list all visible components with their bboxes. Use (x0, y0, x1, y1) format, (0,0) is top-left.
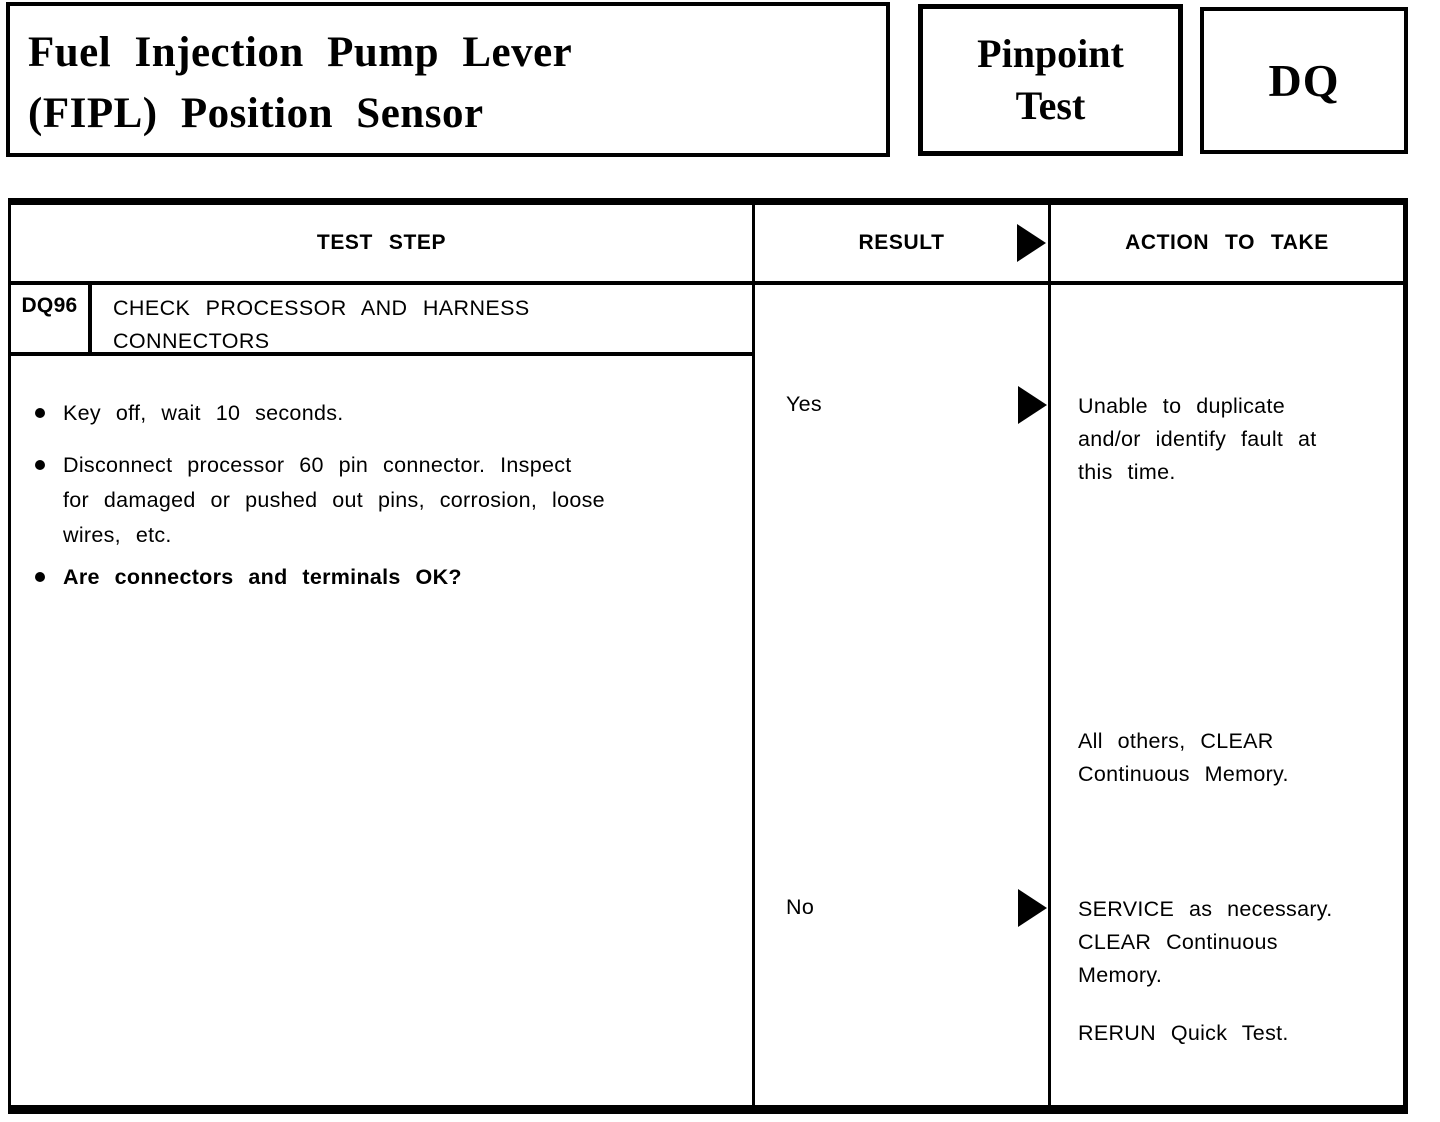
document-title-line2: (FIPL) Position Sensor (28, 90, 484, 137)
action-no-1-line2: CLEAR Continuous (1078, 930, 1278, 954)
step-bullet-2: Disconnect processor 60 pin connector. I… (35, 448, 728, 553)
step-bullet-2-line1: Disconnect processor 60 pin connector. I… (63, 453, 572, 477)
step-title: CHECK PROCESSOR AND HARNESS CONNECTORS (92, 285, 752, 353)
result-no-arrow-icon (1018, 889, 1047, 927)
result-no-label: No (786, 895, 815, 919)
result-header-label: RESULT (858, 231, 945, 254)
result-yes-label: Yes (786, 392, 822, 416)
step-bullet-1: Key off, wait 10 seconds. (35, 396, 728, 431)
action-yes-1-line2: and/or identify fault at (1078, 427, 1317, 451)
step-bullet-2-text: Disconnect processor 60 pin connector. I… (63, 448, 605, 553)
step-bullet-3: Are connectors and terminals OK? (35, 560, 728, 595)
action-no-1-line1: SERVICE as necessary. (1078, 897, 1333, 921)
document-title-line1: Fuel Injection Pump Lever (28, 29, 573, 76)
step-bullet-3-text: Are connectors and terminals OK? (63, 565, 462, 589)
step-title-line2: CONNECTORS (113, 329, 270, 353)
action-yes-2-line2: Continuous Memory. (1078, 762, 1289, 786)
section-code: DQ (1268, 55, 1340, 106)
action-no-block-2: RERUN Quick Test. (1078, 1017, 1389, 1050)
pinpoint-test-table: TEST STEP RESULT ACTION TO TAKE DQ96 CHE… (8, 198, 1408, 1114)
step-header-row: DQ96 CHECK PROCESSOR AND HARNESS CONNECT… (11, 285, 752, 356)
action-header-label: ACTION TO TAKE (1125, 231, 1329, 254)
test-step-cell: DQ96 CHECK PROCESSOR AND HARNESS CONNECT… (11, 285, 755, 1105)
step-bullet-1-text: Key off, wait 10 seconds. (63, 401, 344, 425)
column-header-action: ACTION TO TAKE (1051, 205, 1403, 285)
bullet-icon (35, 572, 45, 582)
bullet-icon (35, 460, 45, 470)
action-yes-block-2: All others, CLEAR Continuous Memory. (1078, 725, 1389, 791)
column-header-result: RESULT (755, 205, 1051, 285)
section-code-box: DQ (1200, 7, 1408, 154)
action-no-block-1: SERVICE as necessary. CLEAR Continuous M… (1078, 893, 1389, 992)
action-no-1-line3: Memory. (1078, 963, 1163, 987)
action-yes-1-line1: Unable to duplicate (1078, 394, 1285, 418)
step-id: DQ96 (11, 285, 92, 352)
step-bullet-2-line3: wires, etc. (63, 523, 172, 547)
pinpoint-test-line2: Test (1015, 83, 1086, 128)
test-step-header-label: TEST STEP (316, 231, 447, 254)
action-cell: Unable to duplicate and/or identify faul… (1051, 285, 1403, 1105)
pinpoint-test-line1: Pinpoint (977, 31, 1124, 76)
action-yes-2-line1: All others, CLEAR (1078, 729, 1274, 753)
action-yes-1-line3: this time. (1078, 460, 1176, 484)
result-yes-arrow-icon (1018, 386, 1047, 424)
bullet-icon (35, 408, 45, 418)
step-title-line1: CHECK PROCESSOR AND HARNESS (113, 296, 530, 320)
action-yes-block-1: Unable to duplicate and/or identify faul… (1078, 390, 1389, 489)
result-cell: Yes No (755, 285, 1051, 1105)
step-bullet-2-line2: for damaged or pushed out pins, corrosio… (63, 488, 605, 512)
document-title-box: Fuel Injection Pump Lever (FIPL) Positio… (6, 2, 890, 157)
action-no-2-line1: RERUN Quick Test. (1078, 1021, 1289, 1045)
column-header-test-step: TEST STEP (11, 205, 755, 285)
pinpoint-test-box: Pinpoint Test (918, 4, 1183, 156)
result-header-arrow-icon (1017, 224, 1046, 262)
